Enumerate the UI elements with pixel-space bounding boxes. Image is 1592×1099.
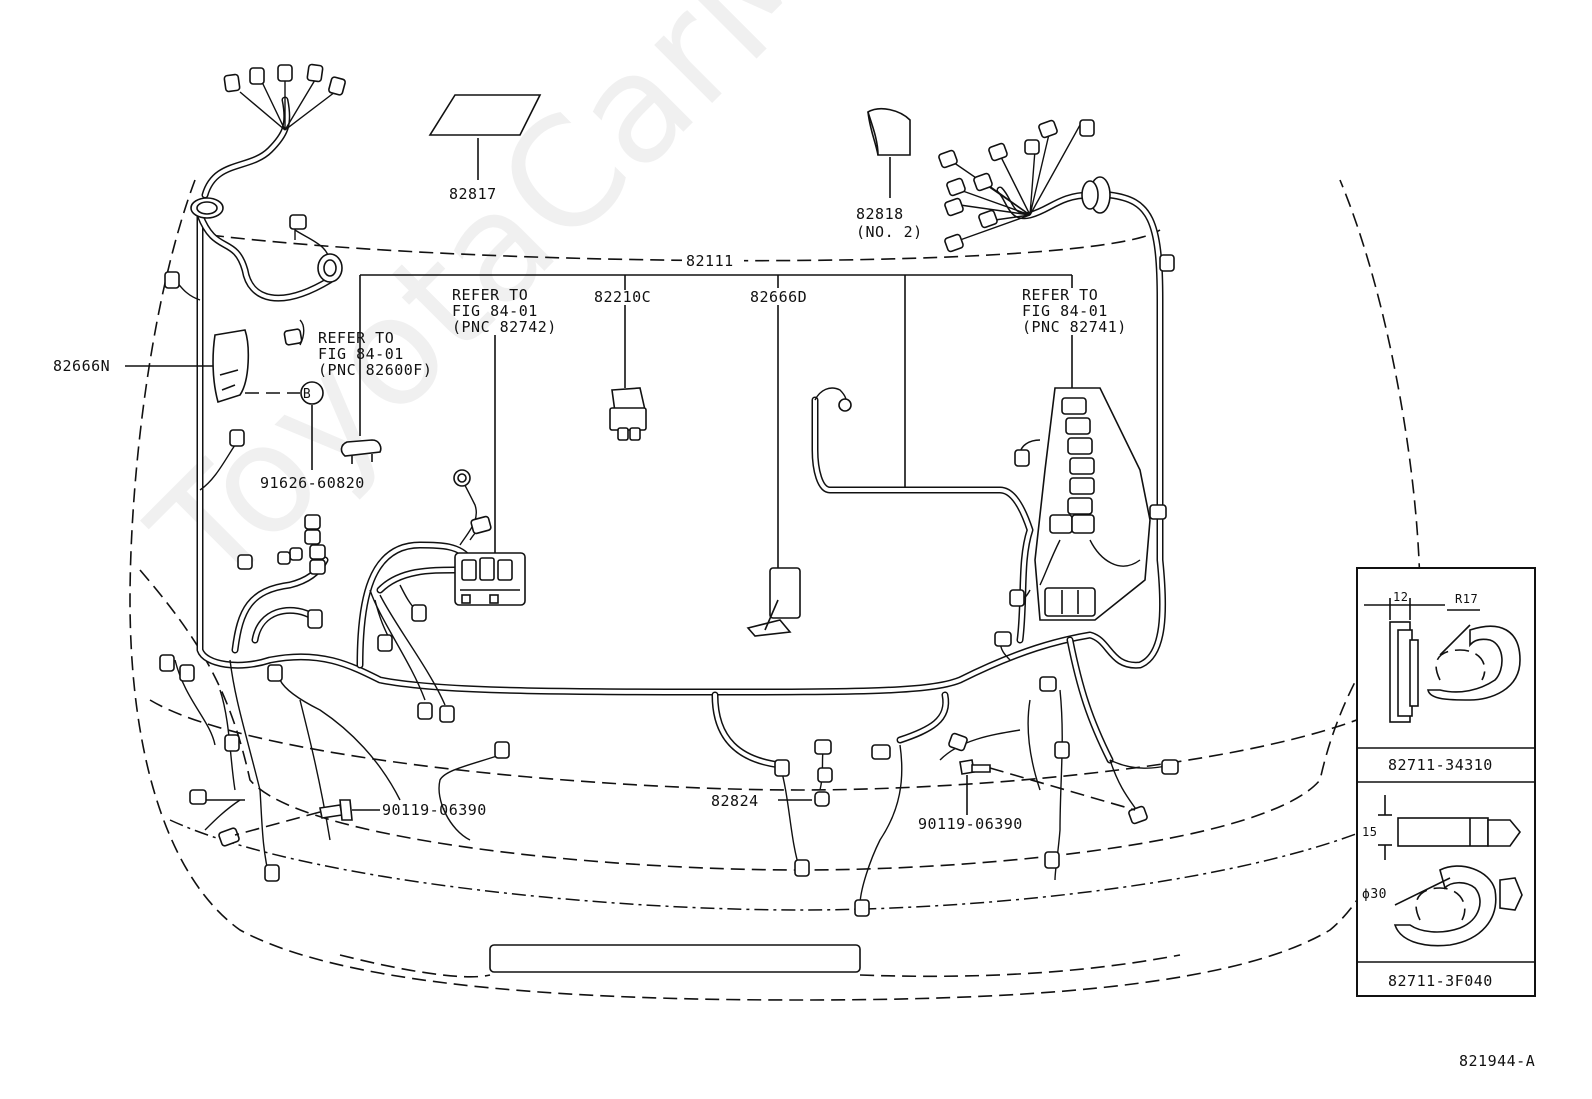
main-wire-harness [196, 96, 1167, 769]
refer-right-line2: FIG 84-01 [1022, 302, 1108, 320]
connector-82600F [340, 439, 382, 464]
part-labels: 82817 82818 (NO. 2) 82111 82210C 82666D … [53, 185, 1535, 1070]
label-82817: 82817 [449, 185, 497, 203]
leader-82111 [359, 274, 1073, 568]
refer-center-line3: (PNC 82742) [452, 318, 557, 336]
clamp-detail-inset: 12 R17 82711-34310 15 ϕ30 82711-3F040 [1356, 567, 1536, 997]
inset-top-dim-width: 12 [1393, 590, 1408, 604]
refer-right-line3: (PNC 82741) [1022, 318, 1127, 336]
circle-b-label: B [303, 387, 311, 402]
bolt-90119-left [234, 799, 380, 836]
refer-left-line1: REFER TO [318, 329, 394, 347]
inset-bottom-dim-diameter: ϕ30 [1362, 887, 1387, 902]
cover-82666N [125, 329, 300, 404]
relay-82210C [609, 387, 647, 441]
label-sheet-82817 [428, 94, 542, 180]
label-82818: 82818 [856, 205, 904, 223]
label-82111: 82111 [686, 252, 734, 270]
clamp-82711-34310-drawing [1364, 598, 1521, 723]
refer-left-line2: FIG 84-01 [318, 345, 404, 363]
bracket-82666D [746, 567, 801, 637]
inset-top-part-number: 82711-34310 [1388, 756, 1493, 774]
protector-82818 [867, 108, 911, 198]
refer-left-line3: (PNC 82600F) [318, 361, 432, 379]
relay-block-82742 [454, 552, 526, 606]
refer-right-line1: REFER TO [1022, 286, 1098, 304]
clamp-82711-3F040-drawing [1378, 795, 1523, 947]
inset-bottom-part-number: 82711-3F040 [1388, 972, 1493, 990]
label-82818-sub: (NO. 2) [856, 223, 923, 241]
label-91626-60820: 91626-60820 [260, 474, 365, 492]
thin-wire-leads [174, 79, 1173, 906]
label-82210C: 82210C [594, 288, 651, 306]
refer-center-line1: REFER TO [452, 286, 528, 304]
relay-box-82741 [1034, 387, 1151, 621]
label-90119-right: 90119-06390 [918, 815, 1023, 833]
label-82824: 82824 [711, 792, 759, 810]
inset-top-dim-radius: R17 [1455, 592, 1478, 606]
inset-bottom-dim-height: 15 [1362, 825, 1377, 839]
bolt-91626-60820 [300, 381, 324, 470]
bolt-90119-right [959, 759, 1136, 815]
connectors [159, 63, 1179, 917]
refer-center-line2: FIG 84-01 [452, 302, 538, 320]
label-90119-left: 90119-06390 [382, 801, 487, 819]
label-82666D: 82666D [750, 288, 807, 306]
figure-code: 821944-A [1459, 1052, 1535, 1070]
label-82666N: 82666N [53, 357, 110, 375]
